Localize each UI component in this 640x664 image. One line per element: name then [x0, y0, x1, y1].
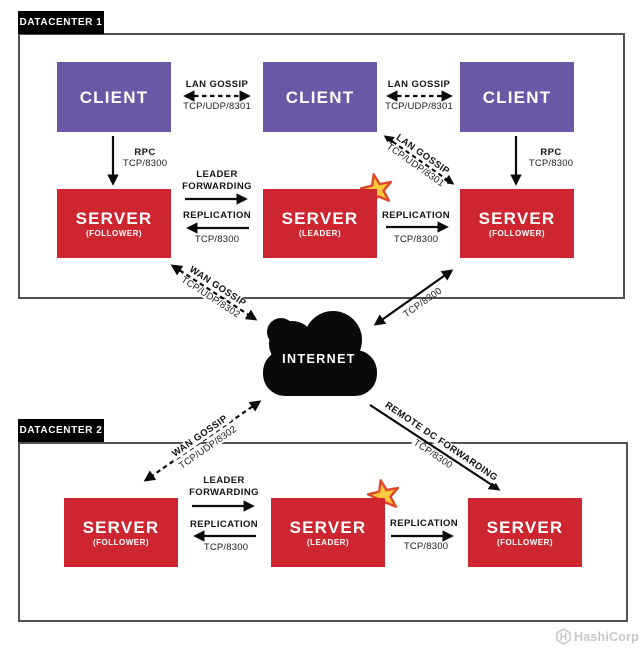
lan-gossip-label-2: LAN GOSSIP	[387, 79, 451, 90]
leader-forwarding-line2-dc2: FORWARDING	[189, 487, 259, 498]
remote-dc-forwarding-arrow	[369, 404, 501, 491]
replication-port-left-dc1: TCP/8300	[194, 234, 240, 245]
server-node-role: (FOLLOWER)	[85, 228, 143, 238]
server-node-role: (FOLLOWER)	[92, 537, 150, 547]
leader-forwarding-line2-dc1: FORWARDING	[182, 181, 252, 192]
internet-cloud	[263, 311, 377, 396]
datacenter-1-boundary	[18, 33, 625, 299]
lan-gossip-diagonal-arrow	[383, 135, 455, 185]
server-node-role: (FOLLOWER)	[496, 537, 554, 547]
server-node-role: (LEADER)	[298, 228, 342, 238]
leader-forwarding-line1-dc1: LEADER	[196, 169, 238, 180]
datacenter-1-label: DATACENTER 1	[18, 11, 104, 34]
server-node-role: (LEADER)	[306, 537, 350, 547]
datacenter-2-boundary	[18, 442, 628, 622]
client-node-title: CLIENT	[285, 87, 355, 107]
server-node-role: (FOLLOWER)	[488, 228, 546, 238]
hashicorp-logo: HashiCorp	[556, 628, 639, 645]
lan-gossip-port-2: TCP/UDP/8301	[385, 101, 453, 112]
server-node-dc1-leader: SERVER (LEADER)	[263, 189, 377, 258]
server-node-dc2-follower-left: SERVER (FOLLOWER)	[64, 498, 178, 567]
server-node-title: SERVER	[486, 517, 564, 537]
client-node-3: CLIENT	[460, 62, 574, 132]
rpc-port-left: TCP/8300	[122, 158, 168, 169]
rpc-port-right: TCP/8300	[528, 158, 574, 169]
client-node-title: CLIENT	[482, 87, 552, 107]
internet-tcp-arrow	[373, 269, 454, 326]
replication-label-right-dc1: REPLICATION	[381, 210, 451, 221]
replication-port-right-dc1: TCP/8300	[393, 234, 439, 245]
replication-port-left-dc2: TCP/8300	[203, 542, 249, 553]
server-node-title: SERVER	[289, 517, 367, 537]
replication-port-right-dc2: TCP/8300	[403, 541, 449, 552]
client-node-title: CLIENT	[79, 87, 149, 107]
server-node-title: SERVER	[478, 208, 556, 228]
server-node-title: SERVER	[82, 517, 160, 537]
lan-gossip-label-1: LAN GOSSIP	[185, 79, 249, 90]
replication-label-left-dc1: REPLICATION	[182, 210, 252, 221]
rpc-label-left: RPC	[134, 147, 156, 158]
replication-label-left-dc2: REPLICATION	[189, 519, 259, 530]
server-node-title: SERVER	[281, 208, 359, 228]
hashicorp-hexagon-icon	[556, 628, 571, 645]
hashicorp-logo-text: HashiCorp	[574, 629, 640, 644]
replication-label-right-dc2: REPLICATION	[389, 518, 459, 529]
leader-star-dc2	[366, 479, 400, 512]
server-node-dc2-leader: SERVER (LEADER)	[271, 498, 385, 567]
server-node-dc1-follower-left: SERVER (FOLLOWER)	[57, 189, 171, 258]
wan-gossip-arrow-lower	[143, 400, 262, 482]
server-node-title: SERVER	[75, 208, 153, 228]
server-node-dc2-follower-right: SERVER (FOLLOWER)	[468, 498, 582, 567]
internet-label: INTERNET	[282, 352, 356, 366]
client-node-2: CLIENT	[263, 62, 377, 132]
datacenter-2-label: DATACENTER 2	[18, 419, 104, 442]
lan-gossip-port-1: TCP/UDP/8301	[183, 101, 251, 112]
rpc-label-right: RPC	[540, 147, 562, 158]
client-node-1: CLIENT	[57, 62, 171, 132]
server-node-dc1-follower-right: SERVER (FOLLOWER)	[460, 189, 574, 258]
leader-forwarding-line1-dc2: LEADER	[203, 475, 245, 486]
